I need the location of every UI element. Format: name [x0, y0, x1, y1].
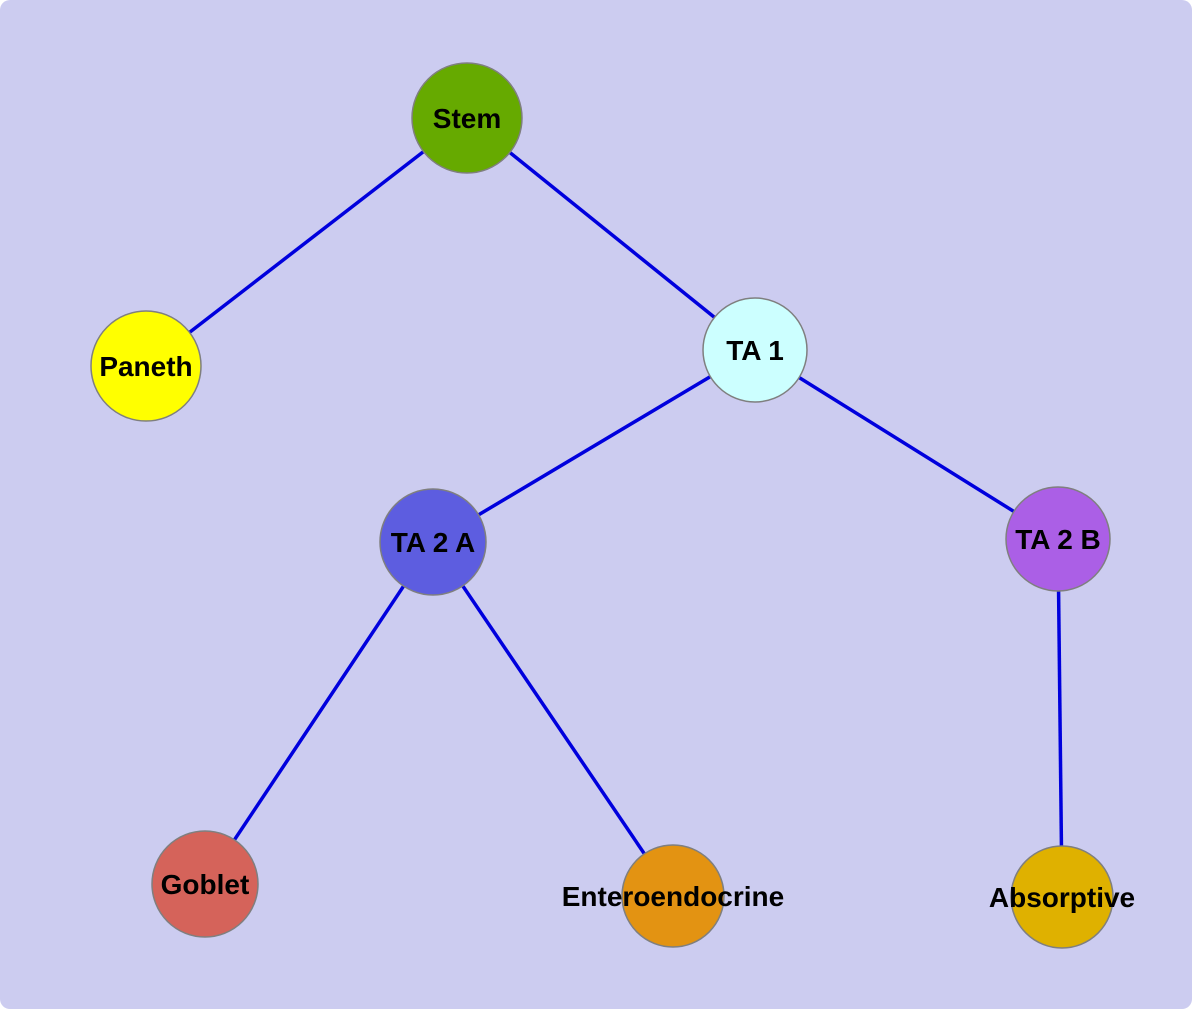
node-circle-ta1[interactable] — [702, 297, 808, 403]
edge-stem-ta1 — [465, 116, 757, 352]
edge-ta1-ta2a — [432, 348, 756, 544]
edge-ta2b-absorptive — [1056, 538, 1064, 898]
node-circle-ta2a[interactable] — [379, 488, 487, 596]
node-absorptive[interactable]: Absorptive — [989, 845, 1135, 949]
node-circle-stem[interactable] — [411, 62, 523, 174]
node-circle-absorptive[interactable] — [1010, 845, 1114, 949]
node-ta1[interactable]: TA 1 — [702, 297, 808, 403]
node-ta2a[interactable]: TA 2 A — [379, 488, 487, 596]
node-circle-goblet[interactable] — [151, 830, 259, 938]
node-stem[interactable]: Stem — [411, 62, 523, 174]
node-circle-ta2b[interactable] — [1005, 486, 1111, 592]
node-ta2b[interactable]: TA 2 B — [1005, 486, 1111, 592]
node-circle-paneth[interactable] — [90, 310, 202, 422]
node-goblet[interactable]: Goblet — [151, 830, 259, 938]
edges-layer — [144, 116, 1064, 898]
edge-ta2a-goblet — [203, 541, 435, 885]
node-circle-enteroendocrine[interactable] — [621, 844, 725, 948]
edge-ta2a-enteroendocrine — [431, 541, 675, 897]
edge-ta1-ta2b — [754, 348, 1059, 541]
node-enteroendocrine[interactable]: Enteroendocrine — [562, 844, 784, 948]
edge-stem-paneth — [144, 116, 469, 368]
node-paneth[interactable]: Paneth — [90, 310, 202, 422]
